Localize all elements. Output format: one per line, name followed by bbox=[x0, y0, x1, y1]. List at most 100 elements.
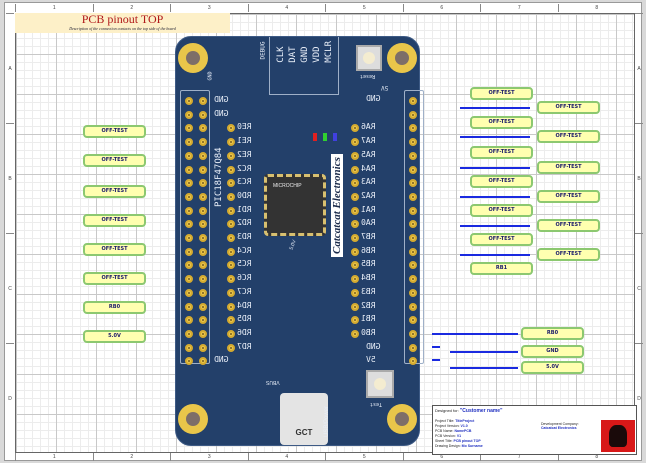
row-value: V1.0 bbox=[460, 424, 468, 428]
pin-pad bbox=[227, 124, 235, 133]
row-letter: A bbox=[6, 13, 14, 123]
pin-callout: OFF-TEST bbox=[537, 218, 600, 232]
mounting-hole bbox=[178, 43, 208, 73]
row-letter: C bbox=[6, 233, 14, 343]
header-pin bbox=[185, 357, 193, 366]
pin-label-rc7: RC7 bbox=[237, 286, 252, 296]
connector-brand: GCT bbox=[295, 428, 313, 437]
pin-label-rd1: RD1 bbox=[237, 204, 252, 214]
pin-label-ra1: RA1 bbox=[361, 204, 376, 214]
pin-label-ra6: RA6 bbox=[361, 122, 376, 132]
header-pin bbox=[409, 220, 417, 229]
callout-text: OFF-TEST bbox=[101, 157, 128, 163]
pin-callout: OFF-TEST bbox=[537, 100, 600, 114]
column-number: 1 bbox=[15, 4, 93, 12]
callout-text: OFF-TEST bbox=[101, 188, 128, 194]
header-pin bbox=[199, 124, 207, 133]
callout-text: OFF-TEST bbox=[488, 119, 515, 125]
page-subtitle: Description of the connection contacts o… bbox=[69, 26, 176, 31]
column-number: 7 bbox=[480, 4, 558, 12]
pin-callout: OFF-TEST bbox=[470, 115, 533, 129]
pin-pad bbox=[227, 329, 235, 338]
row-label: PCB Name: bbox=[435, 429, 454, 433]
row-label: Drawing Design: bbox=[435, 444, 461, 448]
callout-text: OFF-TEST bbox=[488, 149, 515, 155]
pin-pad bbox=[351, 206, 359, 215]
column-number: 5 bbox=[325, 4, 403, 12]
pin-pad bbox=[227, 206, 235, 215]
column-number: 1 bbox=[15, 453, 93, 461]
header-pin bbox=[409, 343, 417, 352]
mounting-hole bbox=[387, 43, 417, 73]
pin-pad bbox=[351, 165, 359, 174]
vbus-label: VBUS bbox=[266, 379, 280, 385]
usb-label: USB/Power bbox=[324, 405, 330, 437]
header-pin bbox=[409, 179, 417, 188]
row-label: PCB Version: bbox=[435, 434, 456, 438]
pin-callout: OFF-TEST bbox=[83, 153, 146, 167]
row-letter: A bbox=[635, 13, 643, 123]
header-pin bbox=[199, 138, 207, 147]
header-pin bbox=[409, 329, 417, 338]
column-number: 4 bbox=[247, 4, 326, 12]
pin-pad bbox=[351, 261, 359, 270]
pin-pad bbox=[227, 151, 235, 160]
column-number: 3 bbox=[170, 4, 248, 12]
row-label: Project Version: bbox=[435, 424, 460, 428]
pin-label-rc4: RC4 bbox=[237, 245, 252, 255]
callout-text: OFF-TEST bbox=[101, 217, 128, 223]
header-pin bbox=[409, 316, 417, 325]
debug-pin-dat: DAT bbox=[288, 46, 298, 63]
pin-pad bbox=[351, 192, 359, 201]
column-number: 2 bbox=[92, 453, 171, 461]
header-pin bbox=[199, 275, 207, 284]
pin-callout: OFF-TEST bbox=[470, 145, 533, 159]
pin-pad bbox=[227, 138, 235, 147]
column-number: 7 bbox=[480, 453, 558, 461]
pin-label-ra7: RA7 bbox=[361, 136, 376, 146]
column-number: 6 bbox=[402, 453, 481, 461]
mcu-chip: MICROCHIP bbox=[264, 174, 326, 236]
column-number: 6 bbox=[402, 4, 481, 12]
pin-callout: RB0 bbox=[83, 300, 146, 314]
pin-pad bbox=[351, 138, 359, 147]
pin-label-rd5: RD5 bbox=[237, 314, 252, 324]
pin-pad bbox=[227, 275, 235, 284]
connection-wire bbox=[432, 346, 440, 348]
header-pin bbox=[409, 302, 417, 311]
status-led bbox=[333, 133, 337, 141]
callout-text: RB1 bbox=[495, 265, 508, 271]
pin-pad bbox=[227, 247, 235, 256]
row-letter: D bbox=[635, 343, 643, 453]
callout-text: RB0 bbox=[546, 330, 559, 336]
pin-pad bbox=[227, 343, 235, 352]
header-pin bbox=[185, 206, 193, 215]
header-pin bbox=[199, 110, 207, 119]
header-pin bbox=[185, 97, 193, 105]
pin-pad bbox=[351, 124, 359, 133]
header-pin bbox=[199, 357, 207, 366]
debug-pin-mclr: MCLR bbox=[324, 41, 334, 63]
callout-text: OFF-TEST bbox=[555, 133, 582, 139]
pin-callout: OFF-TEST bbox=[83, 271, 146, 285]
status-led bbox=[313, 133, 317, 141]
column-number: 2 bbox=[92, 4, 171, 12]
mcu-label: PIC18F47Q84 bbox=[214, 147, 224, 207]
page-title: PCB pinout TOP bbox=[81, 12, 164, 26]
pin-pad bbox=[227, 261, 235, 270]
pin-label-rb2: RB2 bbox=[361, 300, 376, 310]
pin-label-rc6: RC6 bbox=[237, 273, 252, 283]
header-pin bbox=[199, 261, 207, 270]
callout-text: OFF-TEST bbox=[555, 164, 582, 170]
header-pin bbox=[199, 288, 207, 297]
connection-wire bbox=[450, 367, 518, 369]
header-pin bbox=[199, 343, 207, 352]
callout-text: OFF-TEST bbox=[101, 128, 128, 134]
header-pin bbox=[409, 288, 417, 297]
header-pin bbox=[185, 288, 193, 297]
column-number: 5 bbox=[325, 453, 403, 461]
pin-label-rc5: RC5 bbox=[237, 259, 252, 269]
